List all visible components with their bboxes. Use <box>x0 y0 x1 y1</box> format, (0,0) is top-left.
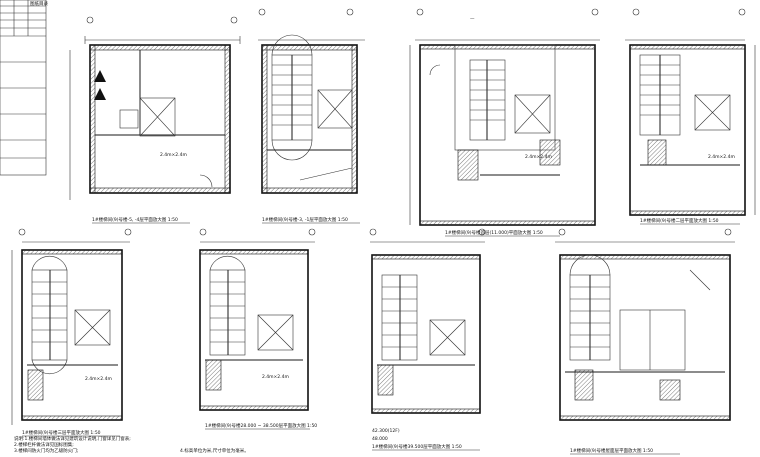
plan-3: — 2.4m×2.4m 1#楼梯间(9)号楼首层(11.000)平面放大图 1:… <box>409 8 600 237</box>
note-line-4: 4.标高单位为米,尺寸单位为毫米。 <box>180 447 249 454</box>
plan-4-caption: 1#楼梯间(9)号楼二层平面放大图 1:50 <box>640 217 719 224</box>
plan-1-caption: 1#楼梯间(9)号楼-5, -4层平面放大图 1:50 <box>92 216 178 223</box>
elevation-value-2: 48.000 <box>372 436 388 442</box>
general-notes: 说明:1.楼梯间墙体做法详见建筑设计说明,门窗详见门窗表; 2.楼梯栏杆做法详见… <box>14 435 249 454</box>
plan-6-room-label: 2.4m×2.4m <box>262 374 289 380</box>
plan-8: 1#楼梯间(9)号楼屋面层平面放大图 1:50 <box>555 228 735 455</box>
title-block-label: 图纸目录 <box>30 0 48 7</box>
plan-7-caption: 1#楼梯间(9)号楼39.500层平面放大图 1:50 <box>372 443 462 450</box>
plan-2: 1#楼梯间(9)号楼-3, -1层平面放大图 1:50 <box>258 8 365 224</box>
title-block: 图纸目录 <box>0 0 48 176</box>
plan-6-caption: 1#楼梯间(9)号楼28.000 ~ 38.500层平面放大图 1:50 <box>205 422 317 429</box>
plan-3-room-label: 2.4m×2.4m <box>525 154 552 160</box>
note-line-2: 2.楼梯栏杆做法详见国标图集; <box>14 441 74 448</box>
plan-5-caption: 1#楼梯间(9)号楼三层平面放大图 1:50 <box>22 429 101 436</box>
elevation-value-1: 42.300(12F) <box>372 428 400 434</box>
plan-5: 2.4m×2.4m 1#楼梯间(9)号楼三层平面放大图 1:50 <box>11 228 132 437</box>
plan-4: 2.4m×2.4m 1#楼梯间(9)号楼二层平面放大图 1:50 <box>625 8 756 225</box>
plan-4-room-label: 2.4m×2.4m <box>708 154 735 160</box>
plan-3-caption: 1#楼梯间(9)号楼首层(11.000)平面放大图 1:50 <box>445 229 543 236</box>
plan-1: 2.4m×2.4m 1#楼梯间(9)号楼-5, -4层平面放大图 1:50 <box>69 16 241 224</box>
plan-5-room-label: 2.4m×2.4m <box>85 376 112 382</box>
plan-1-room-label: 2.4m×2.4m <box>160 152 187 158</box>
note-line-1: 说明:1.楼梯间墙体做法详见建筑设计说明,门窗详见门窗表; <box>14 435 131 442</box>
plan-2-caption: 1#楼梯间(9)号楼-3, -1层平面放大图 1:50 <box>262 216 348 223</box>
plan-8-caption: 1#楼梯间(9)号楼屋面层平面放大图 1:50 <box>570 447 653 454</box>
note-line-3: 3.楼梯间防火门均为乙级防火门; <box>14 447 78 454</box>
plan-6: 2.4m×2.4m 1#楼梯间(9)号楼28.000 ~ 38.500层平面放大… <box>199 228 317 430</box>
svg-text:—: — <box>470 17 475 22</box>
plan-7: 42.300(12F) 48.000 1#楼梯间(9)号楼39.500层平面放大… <box>369 228 486 451</box>
